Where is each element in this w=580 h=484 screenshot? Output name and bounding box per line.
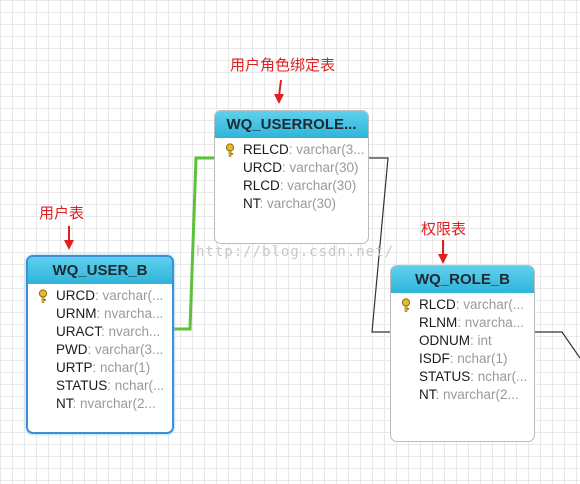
role-offscreen-link[interactable] [534,331,580,359]
table-title: WQ_USERROLE... [215,111,368,138]
field-row[interactable]: STATUS: nchar(... [391,368,534,386]
field-type: : nvarch... [101,324,161,339]
key-icon [225,143,235,157]
field-type: : nchar(1) [92,360,151,375]
watermark: http://blog.csdn.net/ [196,244,395,260]
field-row[interactable]: RELCD: varchar(3... [215,141,368,159]
field-row[interactable]: NT: varchar(30) [215,195,368,213]
field-row[interactable]: URNM: nvarcha... [28,305,172,323]
field-name: RLCD [419,297,456,312]
field-name: RLCD [243,178,280,193]
table-wq-role-b[interactable]: WQ_ROLE_B RLCD: varchar(... RLNM: nvarch… [390,265,535,442]
field-name: URACT [56,324,102,339]
field-name: URCD [243,160,282,175]
field-type: : nchar(1) [449,351,508,366]
field-name: NT [419,387,436,402]
field-row[interactable]: URCD: varchar(... [28,287,172,305]
field-row[interactable]: RLCD: varchar(30) [215,177,368,195]
field-name: STATUS [419,369,471,384]
field-type: : varchar(30) [279,178,357,193]
field-row[interactable]: NT: nvarchar(2... [391,386,534,404]
field-name: ISDF [419,351,450,366]
table-wq-user-b[interactable]: WQ_USER_B URCD: varchar(... URNM: nvarch… [26,255,174,434]
field-type: : nvarcha... [457,315,525,330]
field-name: PWD [56,342,88,357]
field-row[interactable]: RLCD: varchar(... [391,296,534,314]
field-row[interactable]: STATUS: nchar(... [28,377,172,395]
arrow-down-icon [274,80,284,104]
arrow-down-icon [64,226,74,250]
field-row[interactable]: ODNUM: int [391,332,534,350]
field-row[interactable]: RLNM: nvarcha... [391,314,534,332]
field-type: : varchar(3... [87,342,164,357]
field-type: : nchar(... [470,369,528,384]
field-name: URCD [56,288,95,303]
user-to-userrole-link[interactable] [172,156,215,331]
field-row[interactable]: URCD: varchar(30) [215,159,368,177]
table-title: WQ_ROLE_B [391,266,534,293]
table-wq-userrole[interactable]: WQ_USERROLE... RELCD: varchar(3... URCD:… [214,110,369,244]
field-row[interactable]: URTP: nchar(1) [28,359,172,377]
role-table-annotation: 权限表 [421,221,467,238]
field-type: : varchar(... [95,288,164,303]
field-type: : nvarchar(2... [435,387,519,402]
table-title: WQ_USER_B [28,257,172,284]
field-type: : varchar(30) [259,196,337,211]
field-row[interactable]: ISDF: nchar(1) [391,350,534,368]
field-type: : varchar(30) [282,160,359,175]
field-type: : nvarchar(2... [72,396,156,411]
key-icon [38,289,48,303]
field-type: : varchar(3... [288,142,365,157]
field-name: ODNUM [419,333,470,348]
field-row[interactable]: URACT: nvarch... [28,323,172,341]
field-name: NT [243,196,260,211]
field-name: NT [56,396,73,411]
user-table-annotation: 用户表 [39,205,85,222]
field-type: : nchar(... [107,378,165,393]
field-row[interactable]: PWD: varchar(3... [28,341,172,359]
field-type: : int [470,333,492,348]
field-type: : varchar(... [455,297,525,312]
field-name: URNM [56,306,97,321]
arrow-down-icon [438,240,448,264]
field-row[interactable]: NT: nvarchar(2... [28,395,172,413]
field-name: RLNM [419,315,458,330]
relation-table-annotation: 用户角色绑定表 [230,57,336,74]
field-type: : nvarcha... [96,306,164,321]
field-name: URTP [56,360,93,375]
field-name: STATUS [56,378,108,393]
key-icon [401,298,411,312]
userrole-to-role-link[interactable] [368,157,391,333]
field-name: RELCD [243,142,289,157]
